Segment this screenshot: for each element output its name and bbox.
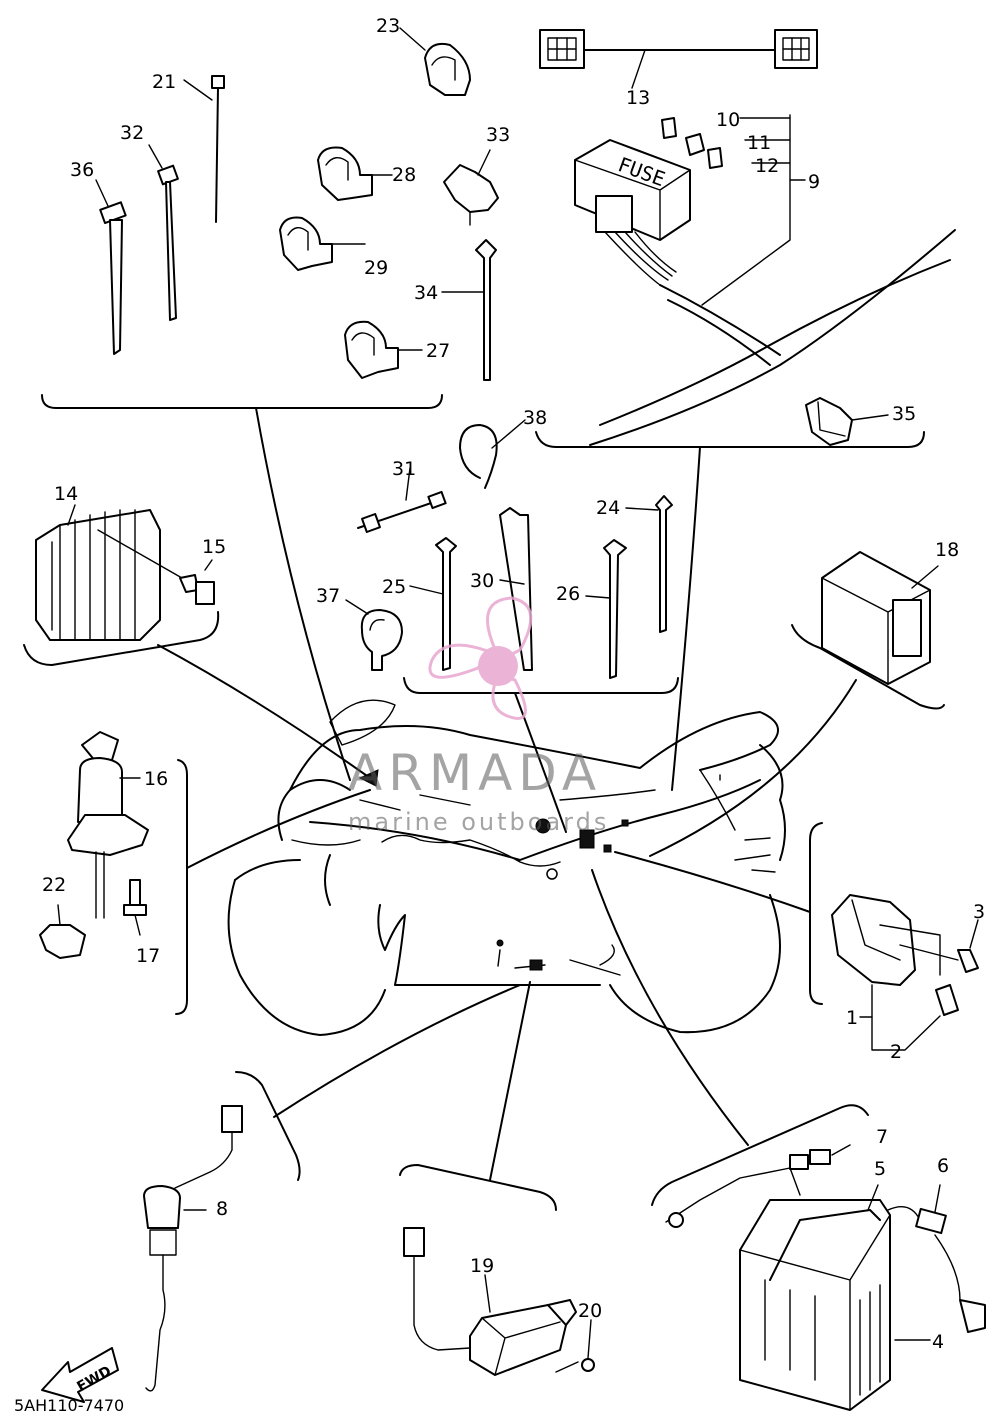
- callout-12: 12: [755, 155, 779, 177]
- part-38-wire-hook: [459, 419, 526, 489]
- callout-numbers: 1 2 3 4 5 6 7 8 9 10 11 12 13 14 15 16 1…: [42, 15, 985, 1353]
- fwd-direction-arrow: FWD: [41, 1347, 119, 1403]
- callout-2: 2: [890, 1041, 902, 1063]
- part-14-rectifier-regulator: [35, 504, 215, 641]
- callout-31: 31: [392, 458, 416, 480]
- part-9-fuse-box-harness: FUSE: [574, 114, 956, 446]
- callout-9: 9: [808, 171, 820, 193]
- callout-28: 28: [392, 164, 416, 186]
- part-19-relay: [403, 1227, 595, 1376]
- part-13-connector: [539, 29, 818, 89]
- group-brackets: [23, 394, 945, 1211]
- callout-15: 15: [202, 536, 226, 558]
- armada-propeller-logo: [428, 596, 533, 720]
- callout-19: 19: [470, 1255, 494, 1277]
- callout-33: 33: [486, 124, 510, 146]
- callout-8: 8: [216, 1198, 228, 1220]
- callout-36: 36: [70, 159, 94, 181]
- callout-6: 6: [937, 1155, 949, 1177]
- part-cable-ties-21-32-36: [95, 75, 225, 355]
- callout-4: 4: [932, 1331, 944, 1353]
- callout-38: 38: [523, 407, 547, 429]
- callout-25: 25: [382, 576, 406, 598]
- callout-16: 16: [144, 768, 168, 790]
- part-8-switch: [143, 1105, 243, 1392]
- part-31-ground-strap: [357, 467, 447, 533]
- callout-35: 35: [892, 403, 916, 425]
- armada-watermark: ARMADA marine outboards: [348, 596, 609, 836]
- callout-32: 32: [120, 122, 144, 144]
- part-4-battery: [665, 1144, 986, 1411]
- callout-11: 11: [747, 132, 771, 154]
- callout-34: 34: [414, 282, 438, 304]
- callout-27: 27: [426, 340, 450, 362]
- callout-21: 21: [152, 71, 176, 93]
- callout-17: 17: [136, 945, 160, 967]
- callout-5: 5: [874, 1158, 886, 1180]
- part-clamps: [279, 27, 499, 381]
- part-1-starter-relay: [831, 894, 979, 1051]
- callout-23: 23: [376, 15, 400, 37]
- part-cable-ties-24-25-26-30: [409, 495, 673, 679]
- callout-24: 24: [596, 497, 620, 519]
- callout-10: 10: [716, 109, 740, 131]
- callout-20: 20: [578, 1300, 602, 1322]
- callout-7: 7: [876, 1126, 888, 1148]
- watermark-tagline: marine outboards: [348, 808, 609, 836]
- part-18-relay: [821, 551, 939, 685]
- callout-37: 37: [316, 585, 340, 607]
- diagram-code: 5AH110-7470: [14, 1396, 124, 1415]
- callout-29: 29: [364, 257, 388, 279]
- part-16-main-switch: [39, 731, 149, 959]
- callout-30: 30: [470, 570, 494, 592]
- part-37-grommet: [345, 599, 403, 671]
- callout-22: 22: [42, 874, 66, 896]
- callout-3: 3: [973, 901, 985, 923]
- callout-1: 1: [846, 1007, 858, 1029]
- watermark-brand: ARMADA: [348, 744, 602, 802]
- callout-13: 13: [626, 87, 650, 109]
- callout-18: 18: [935, 539, 959, 561]
- callout-14: 14: [54, 483, 78, 505]
- callout-26: 26: [556, 583, 580, 605]
- motorcycle-outline: [227, 699, 786, 1036]
- part-35-clip: [805, 397, 889, 446]
